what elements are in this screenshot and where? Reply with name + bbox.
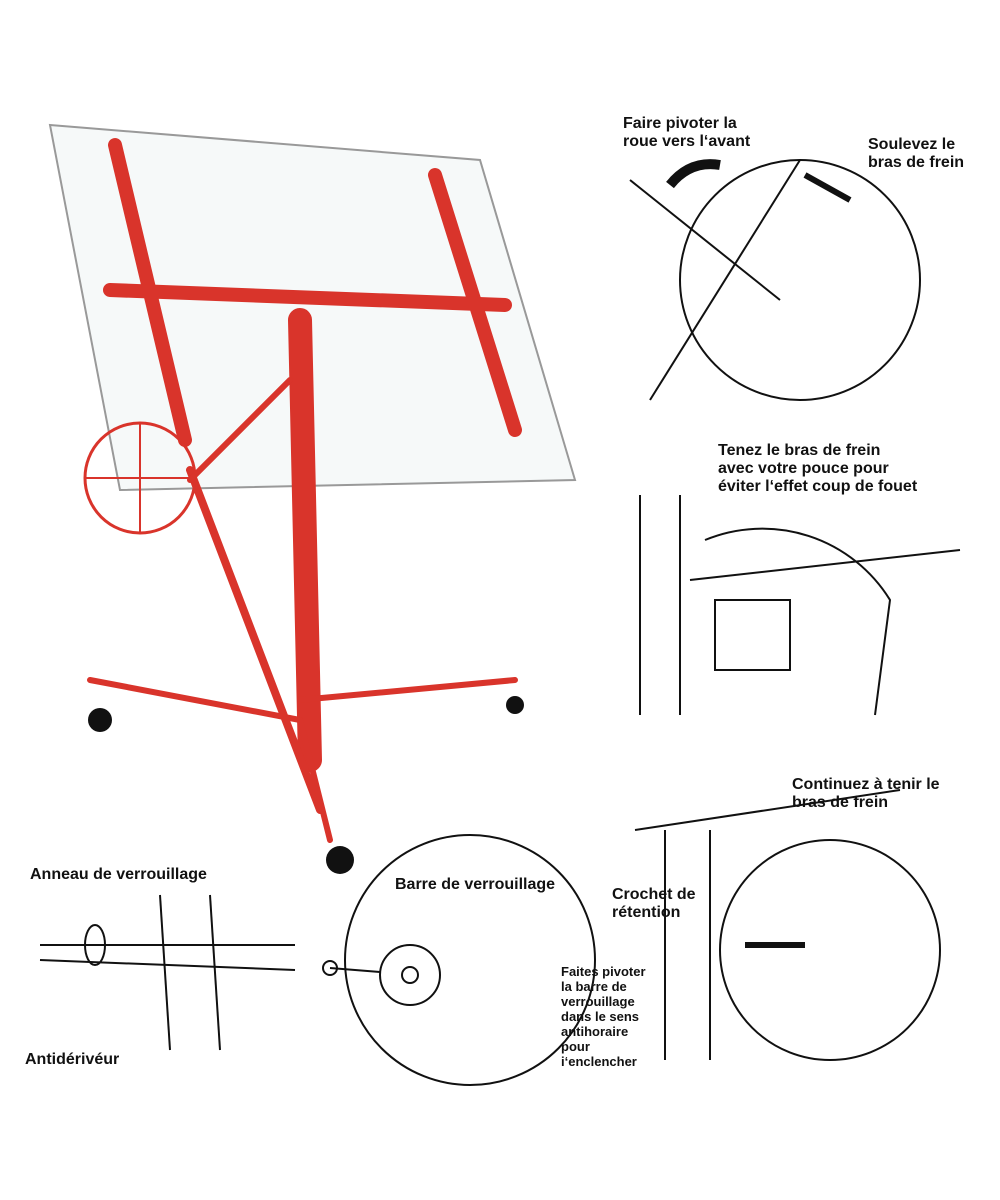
- label-rotate-bar: Faites pivoter la barre de verrouillage …: [561, 964, 646, 1069]
- label-retention-hook: Crochet de rétention: [612, 886, 696, 921]
- drywall-lift: [48, 123, 577, 843]
- label-locking-ring: Anneau de verrouillage: [30, 866, 207, 883]
- instruction-sketches: [39, 159, 961, 1086]
- label-locking-bar: Barre de verrouillage: [395, 876, 556, 893]
- label-hold-brake: Tenez le bras de frein avec votre pouce …: [718, 442, 918, 495]
- label-rotate-wheel: Faire pivoter la roue vers l‘avant: [623, 115, 751, 150]
- label-lift-brake: Soulevez le bras de frein: [868, 136, 965, 171]
- casters: [88, 696, 524, 874]
- label-keep-holding: Continuez à tenir le bras de frein: [792, 776, 940, 811]
- label-anti-drift: Antidérivéur: [25, 1051, 120, 1068]
